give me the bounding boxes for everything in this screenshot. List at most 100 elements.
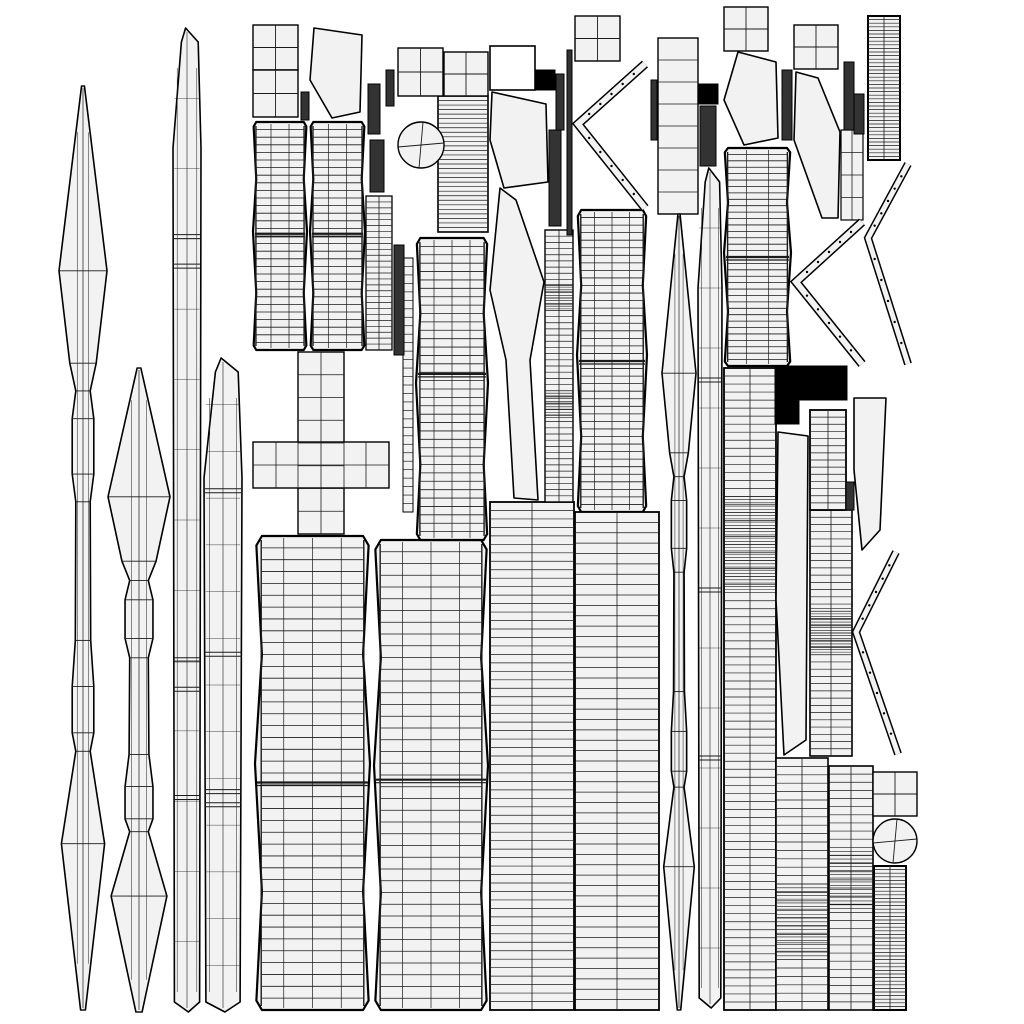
island-outline [534,69,556,91]
edge-mark [827,321,831,325]
island-blade-d [309,27,363,119]
island-outline [489,45,536,91]
island-solid-d [697,83,719,105]
island-disc-a [397,121,445,169]
island-outline [309,27,363,119]
island-fragment-2 [367,83,381,135]
island-fragment-10 [699,105,717,167]
edge-mark [827,250,831,254]
edge-mark [849,349,853,352]
island-grid-block-d [775,757,829,1011]
edge-mark [587,112,591,116]
island-fragment-7 [555,73,565,131]
edge-mark [816,260,820,264]
edge-mark [816,308,820,311]
island-fragment-14 [845,481,855,511]
island-solid-a [774,365,848,401]
island-outline [650,79,658,141]
island-outline [774,399,800,425]
island-blank-patch [489,45,536,91]
edge-mark [621,178,624,182]
island-fragment-3 [385,69,395,107]
edge-mark [868,671,872,674]
island-square-d [443,51,489,97]
island-grid-block-i [365,195,393,351]
edge-line [892,818,898,864]
island-grid-block-l [809,409,847,511]
island-blade-f [793,71,841,219]
edge-mark [861,617,864,620]
island-v-strip-c [851,550,902,756]
edge-mark [621,82,624,86]
island-square-a [252,24,299,71]
island-square-c [397,47,444,97]
island-tube-d [575,208,649,514]
island-outline [566,49,573,236]
island-outline [853,93,865,135]
island-blade-a [489,187,545,501]
island-outline [793,71,841,219]
island-blade-c [775,431,809,756]
island-strip-a [172,27,202,1013]
island-square-g [793,24,839,70]
edge-mark [882,712,886,715]
edge-mark [875,691,879,695]
edge-mark [893,187,896,190]
edge-mark [610,164,613,168]
island-blade-g [489,91,549,189]
island-outline [369,139,385,193]
edge-mark [886,299,890,303]
island-outline [845,481,855,511]
edge-mark [632,72,636,76]
island-fragment-8 [566,49,573,236]
island-cross-unfold [252,351,390,535]
island-grid-block-b [574,511,660,1011]
island-tube-b [308,120,367,352]
edge-mark [900,175,903,178]
island-v-strip-d [863,162,912,366]
edge-mark [873,224,876,227]
island-outline [781,69,793,141]
edge-mark [610,92,613,96]
island-grid-block-h [544,229,574,503]
island-outline [723,51,779,146]
edge-mark [881,577,884,580]
island-outline [853,397,887,551]
island-fragment-1 [300,91,310,121]
island-outline [548,129,562,227]
island-outline [367,83,381,135]
edge-mark [838,335,842,338]
island-fragment-6 [548,129,562,227]
island-solid-c [534,69,556,91]
island-outline [775,431,809,756]
edge-mark [632,192,636,196]
island-fragment-13 [853,93,865,135]
island-grid-block-a [489,501,575,1011]
island-grid-block-m [437,95,489,233]
edge-mark [888,564,891,567]
uv-islands [58,6,918,1013]
island-square-f [723,6,769,52]
edge-mark [886,199,890,203]
island-outline [774,365,848,401]
island-tube-e [722,146,793,368]
island-outline [699,105,717,167]
island-v-strip-b [789,218,866,367]
island-outline [393,244,405,356]
island-fragment-12 [843,61,855,131]
island-square-b [252,69,299,118]
island-tube-large-a [253,534,372,1012]
island-outline [300,91,310,121]
island-square-e [574,15,621,62]
island-strip-b [203,357,243,1013]
island-grid-block-n [402,257,414,513]
edge-mark [868,604,871,607]
island-grid-block-o [840,129,864,221]
island-square-h [872,771,918,817]
edge-mark [587,136,591,140]
island-spindle-c [661,213,697,1011]
island-grid-block-e [828,765,874,1011]
edge-mark [880,212,883,215]
edge-mark [861,651,865,654]
island-fragment-5 [393,244,405,356]
